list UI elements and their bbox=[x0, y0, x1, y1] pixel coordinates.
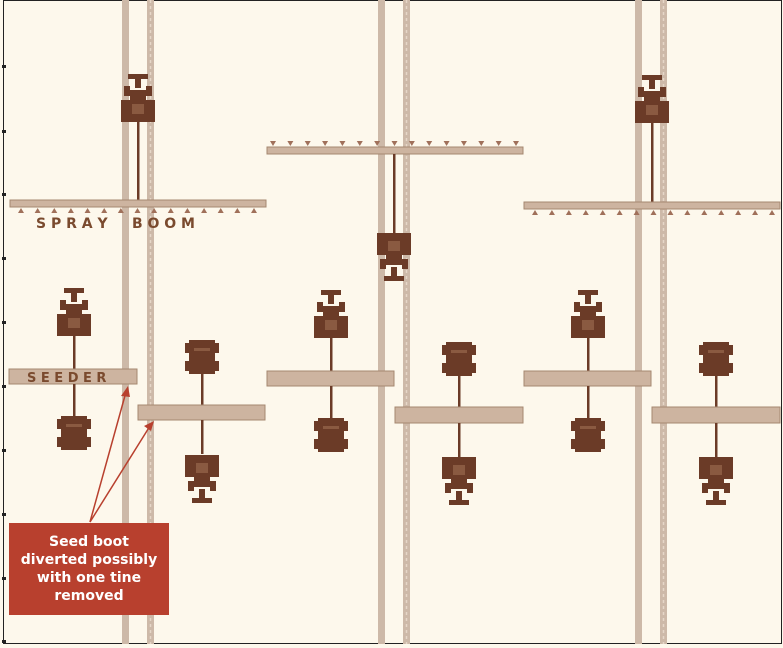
seeder-bar bbox=[394, 406, 524, 424]
callout-arrow bbox=[89, 425, 151, 523]
spray-unit-right bbox=[523, 75, 781, 215]
boom-nozzle bbox=[667, 210, 674, 215]
boom-nozzles bbox=[270, 141, 519, 146]
boom-nozzle bbox=[769, 210, 775, 215]
seeder-unit-2b bbox=[394, 342, 524, 505]
boom-nozzle bbox=[443, 141, 450, 146]
boom-nozzle bbox=[217, 208, 224, 213]
boom-nozzle bbox=[374, 141, 381, 146]
boom-nozzle bbox=[18, 208, 24, 213]
boom-nozzle bbox=[633, 210, 640, 215]
boom-nozzle bbox=[548, 210, 555, 215]
boom-nozzle bbox=[234, 208, 241, 213]
callout-box: Seed boot diverted possibly with one tin… bbox=[9, 523, 169, 615]
boom-nozzle bbox=[339, 141, 346, 146]
boom-nozzle bbox=[251, 208, 257, 213]
spray-boom bbox=[523, 201, 781, 210]
boom-nozzle bbox=[322, 141, 329, 146]
boom-nozzle bbox=[684, 210, 691, 215]
boom-nozzle bbox=[701, 210, 708, 215]
arrowhead bbox=[121, 386, 130, 397]
boom-nozzle bbox=[650, 210, 657, 215]
boom-nozzle bbox=[391, 141, 398, 146]
boom-nozzle bbox=[117, 208, 124, 213]
crop-row-dashed bbox=[147, 0, 154, 644]
boom-nozzle bbox=[752, 210, 759, 215]
boom-nozzle bbox=[167, 208, 174, 213]
boom-nozzle bbox=[151, 208, 158, 213]
boom-nozzle bbox=[426, 141, 433, 146]
seeder-unit-3a bbox=[523, 290, 652, 452]
boom-nozzle bbox=[582, 210, 589, 215]
boom-nozzle bbox=[51, 208, 58, 213]
boom-nozzle bbox=[356, 141, 363, 146]
callout-arrows bbox=[89, 386, 154, 523]
boom-nozzle bbox=[84, 208, 91, 213]
boom-nozzle bbox=[599, 210, 606, 215]
spray-unit-middle bbox=[266, 141, 524, 281]
seeder-unit-1b bbox=[137, 340, 266, 503]
boom-nozzle bbox=[718, 210, 725, 215]
boom-nozzle bbox=[134, 208, 141, 213]
seeder-bar bbox=[651, 406, 781, 424]
spray-unit-left bbox=[9, 74, 267, 213]
crop-row-dashed bbox=[660, 0, 667, 644]
boom-nozzle bbox=[67, 208, 74, 213]
boom-nozzles bbox=[532, 210, 775, 215]
boom-nozzle bbox=[616, 210, 623, 215]
arrowhead bbox=[144, 421, 154, 431]
crop-row-dashed bbox=[403, 0, 410, 644]
boom-nozzle bbox=[304, 141, 311, 146]
boom-nozzle bbox=[101, 208, 108, 213]
boom-nozzle bbox=[287, 141, 294, 146]
boom-nozzle bbox=[201, 208, 208, 213]
boom-nozzle bbox=[565, 210, 572, 215]
seeder-unit-3b bbox=[651, 342, 781, 505]
boom-nozzle bbox=[34, 208, 41, 213]
spray-boom bbox=[9, 199, 267, 208]
seeder-bar bbox=[137, 404, 266, 421]
seeder-unit-2a bbox=[266, 290, 395, 452]
crop-row bbox=[378, 0, 385, 644]
callout-arrow bbox=[89, 391, 127, 523]
spray-boom-label: S P R A Y B O O M bbox=[36, 216, 195, 232]
axis-ticks bbox=[2, 65, 6, 643]
boom-nozzle bbox=[408, 141, 415, 146]
boom-nozzle bbox=[478, 141, 485, 146]
boom-nozzle bbox=[513, 141, 519, 146]
boom-nozzle bbox=[460, 141, 467, 146]
seeder-unit-1a bbox=[8, 288, 138, 450]
seeder-bar bbox=[523, 370, 652, 387]
boom-nozzle bbox=[735, 210, 742, 215]
crop-row bbox=[635, 0, 642, 644]
boom-nozzle bbox=[532, 210, 538, 215]
seeder-bar bbox=[266, 370, 395, 387]
boom-nozzle bbox=[495, 141, 502, 146]
seeder-label: S E E D E R bbox=[27, 371, 106, 386]
boom-nozzle bbox=[184, 208, 191, 213]
boom-nozzle bbox=[270, 141, 276, 146]
boom-nozzles bbox=[18, 208, 257, 213]
crop-row bbox=[122, 0, 129, 644]
spray-boom bbox=[266, 146, 524, 155]
